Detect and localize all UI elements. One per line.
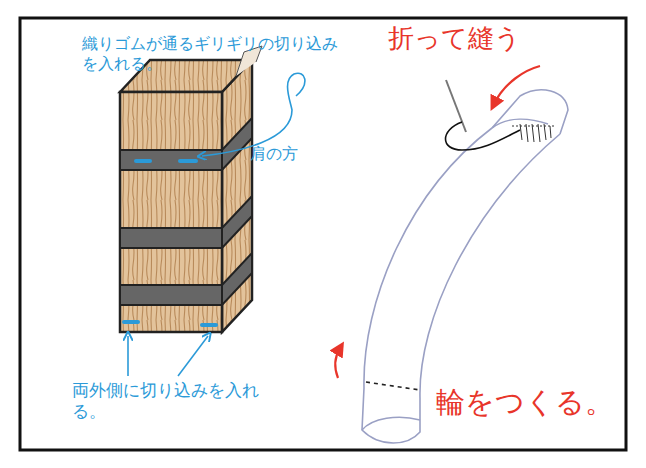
part-label: 肩の方 [250, 144, 320, 164]
step-label: 輪をつくる。 [436, 384, 626, 420]
red-arrows [335, 66, 540, 378]
leader-lines [128, 73, 305, 376]
step-label: 折って縫う [388, 22, 538, 55]
needle [446, 80, 521, 150]
instruction-note: 両外側に切り込みを入れる。 [72, 380, 272, 423]
instruction-note: 織りゴムが通るギリギリの切り込みを入れる。 [82, 34, 344, 74]
panel-border [20, 18, 626, 450]
wood-box [120, 46, 262, 332]
